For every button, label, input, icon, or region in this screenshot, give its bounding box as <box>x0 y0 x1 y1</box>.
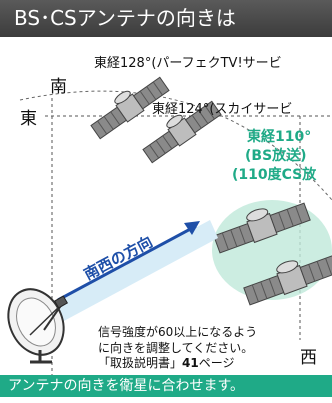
note-page-number: 41 <box>182 356 199 370</box>
note-manual-ref: 「取扱説明書」 <box>98 356 183 370</box>
note-line-3: 「取扱説明書」41ページ <box>98 356 257 372</box>
antenna-dish-icon <box>7 288 69 364</box>
south-label: 南 <box>50 77 67 97</box>
west-label: 西 <box>300 348 317 368</box>
bs-label-line1: 東経110° <box>247 129 312 145</box>
page-title: BS･CSアンテナの向きは <box>0 0 332 37</box>
east-label: 東 <box>20 109 37 129</box>
satellite-124-icon <box>142 100 222 164</box>
signal-note: 信号強度が60以上になるよう に向きを調整してください。 「取扱説明書」41ペー… <box>98 325 257 372</box>
note-line-1: 信号強度が60以上になるよう <box>98 325 258 339</box>
satellite-128-icon <box>90 76 170 140</box>
bottom-banner: アンテナの向きを衛星に合わせます。 <box>0 375 332 397</box>
bs-label-line3: (110度CS放 <box>232 167 317 183</box>
note-page-suffix: ページ <box>198 356 235 370</box>
satellite-110-cs-icon <box>243 254 332 306</box>
direction-band <box>28 220 218 336</box>
orbit-arc <box>19 90 332 201</box>
satellite-110-bs-icon <box>213 202 311 254</box>
satellite-128-label: 東経128°(パーフェクTV!サービ <box>94 56 282 71</box>
bs-label-line2: (BS放送) <box>245 148 307 164</box>
note-line-2: に向きを調整してください。 <box>98 340 254 355</box>
satellite-124-label: 東経124°(スカイサービ <box>152 102 293 117</box>
direction-arrow-icon <box>57 224 197 302</box>
